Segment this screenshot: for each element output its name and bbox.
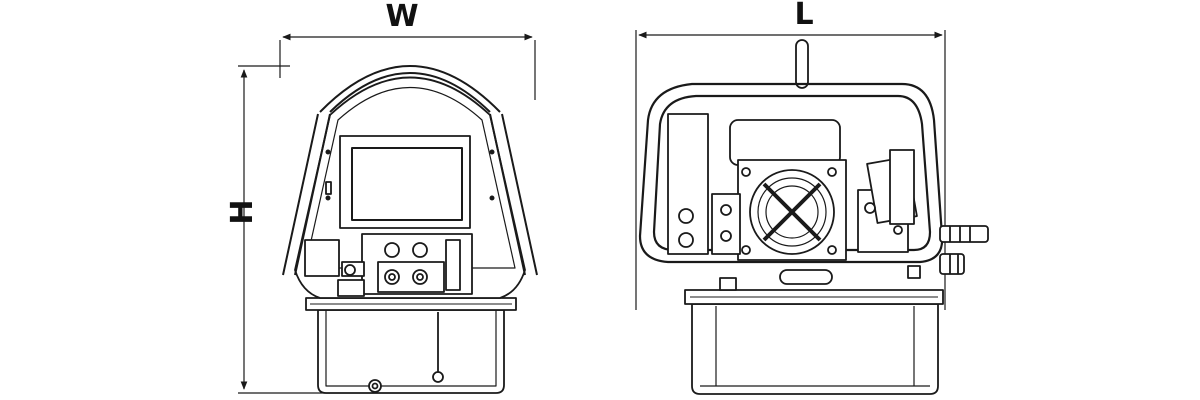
width-dimension xyxy=(279,33,536,100)
front-reservoir-tank xyxy=(317,309,505,394)
height-label: H xyxy=(225,199,260,224)
width-label: W xyxy=(385,0,418,34)
side-frame-cage xyxy=(638,82,944,264)
length-label: L xyxy=(794,0,813,32)
side-reservoir-tank xyxy=(691,303,939,395)
side-left-panel xyxy=(667,113,709,255)
height-dimension xyxy=(238,65,330,394)
front-switch-icon xyxy=(325,181,332,195)
side-manifold xyxy=(678,193,741,255)
front-view xyxy=(282,65,538,394)
front-display-screen xyxy=(351,147,463,221)
cooling-fan xyxy=(729,119,847,261)
front-valve-block xyxy=(361,233,473,295)
lifting-handle xyxy=(795,39,809,89)
hose-couplers xyxy=(939,225,989,275)
side-view xyxy=(638,39,989,395)
solenoid-valve xyxy=(857,149,918,253)
front-roll-cage xyxy=(282,65,538,276)
front-side-fittings xyxy=(304,239,365,297)
